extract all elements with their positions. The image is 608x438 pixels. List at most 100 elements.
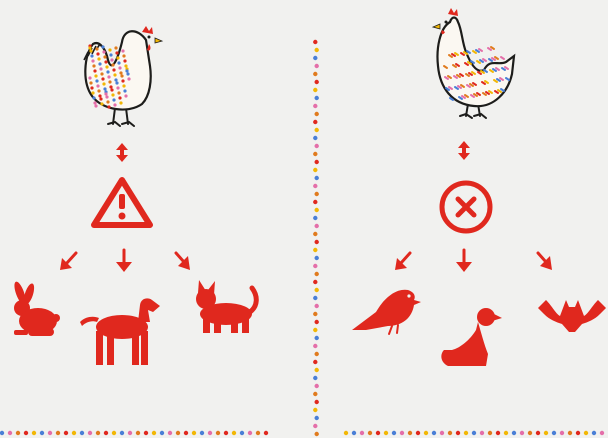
border-dot	[360, 431, 364, 435]
hen-speckle	[95, 79, 98, 82]
border-dot	[600, 431, 604, 435]
hen-speckle	[111, 93, 114, 96]
hen-speckle	[102, 82, 105, 85]
hen-speckle	[113, 103, 116, 106]
hen-speckle	[98, 94, 101, 97]
hen-speckle	[109, 85, 112, 88]
border-dot	[40, 431, 44, 435]
hen-speckle	[106, 100, 109, 103]
separator-dot	[313, 232, 317, 236]
border-dot	[536, 431, 540, 435]
border-dot	[16, 431, 20, 435]
border-dot	[352, 431, 356, 435]
hen-speckle	[101, 77, 104, 80]
hen-feather-dash	[488, 48, 491, 50]
duck-icon	[441, 308, 502, 366]
hen-speckle	[121, 49, 124, 52]
hen-speckle	[97, 89, 100, 92]
bat-icon	[538, 300, 606, 332]
hen-feather-dash	[495, 57, 498, 59]
separator-dot	[315, 224, 319, 228]
border-dot	[32, 431, 36, 435]
separator-dot	[313, 104, 317, 108]
hen-speckle	[111, 63, 114, 66]
hen-feather-dash	[483, 59, 486, 61]
bottom-dotted-border-left	[0, 431, 268, 435]
separator-dot	[313, 184, 317, 188]
border-dot	[552, 431, 556, 435]
border-dot	[24, 431, 28, 435]
hen-speckle	[93, 101, 96, 104]
border-dot	[104, 431, 108, 435]
hen-speckle	[90, 54, 93, 57]
arrow-down-icon	[116, 250, 132, 272]
hen-speckle	[120, 74, 123, 77]
separator-dot	[313, 408, 317, 412]
hen-speckle	[97, 57, 100, 60]
separator-dot	[315, 304, 319, 308]
separator-dot	[313, 360, 317, 364]
border-dot	[464, 431, 468, 435]
arrow-down-icon	[456, 250, 472, 272]
hen-speckle	[110, 58, 113, 61]
separator-dot	[313, 40, 317, 44]
border-dot	[472, 431, 476, 435]
hen-speckle	[112, 68, 115, 71]
border-dot	[408, 431, 412, 435]
border-dot	[184, 431, 188, 435]
border-dot	[168, 431, 172, 435]
hen-speckle	[96, 52, 99, 55]
border-dot	[568, 431, 572, 435]
arrow-down-left-icon	[395, 253, 410, 270]
hen-speckle	[124, 64, 127, 67]
separator-dot	[315, 320, 319, 324]
border-dot	[216, 431, 220, 435]
hen-speckle	[90, 86, 93, 89]
border-dot	[160, 431, 164, 435]
border-dot	[592, 431, 596, 435]
hen-speckle	[122, 84, 125, 87]
separator-dot	[315, 48, 319, 52]
border-dot	[0, 431, 4, 435]
hen-feather-dash	[480, 60, 483, 62]
hen-speckle	[115, 81, 118, 84]
border-dot	[480, 431, 484, 435]
double-arrow-vertical-icon	[116, 143, 128, 162]
separator-dot	[313, 376, 317, 380]
hen-speckle	[123, 89, 126, 92]
separator-dot	[313, 392, 317, 396]
border-dot	[392, 431, 396, 435]
hen-speckle	[118, 96, 121, 99]
hen-speckle	[105, 95, 108, 98]
separator-dot	[315, 400, 319, 404]
separator-dot	[315, 112, 319, 116]
hen-feather-dash	[476, 50, 479, 52]
separator-dot	[315, 336, 319, 340]
border-dot	[64, 431, 68, 435]
hen-speckle	[91, 91, 94, 94]
hen-speckle	[103, 55, 106, 58]
border-dot	[512, 431, 516, 435]
border-dot	[432, 431, 436, 435]
border-dot	[456, 431, 460, 435]
hen-speckle	[108, 48, 111, 51]
separator-dot	[315, 64, 319, 68]
border-dot	[112, 431, 116, 435]
border-dot	[424, 431, 428, 435]
hen-speckle	[89, 49, 92, 52]
border-dot	[496, 431, 500, 435]
hen-speckle	[102, 50, 105, 53]
border-dot	[80, 431, 84, 435]
border-dot	[152, 431, 156, 435]
hen-speckle	[91, 59, 94, 62]
separator-dot	[315, 256, 319, 260]
hen-speckle	[105, 65, 108, 68]
separator-dot	[315, 288, 319, 292]
hen-speckle	[117, 91, 120, 94]
border-dot	[488, 431, 492, 435]
hen-feather-dash	[477, 61, 480, 63]
separator-dot	[315, 160, 319, 164]
cat-icon	[196, 280, 256, 333]
separator-dot	[315, 144, 319, 148]
